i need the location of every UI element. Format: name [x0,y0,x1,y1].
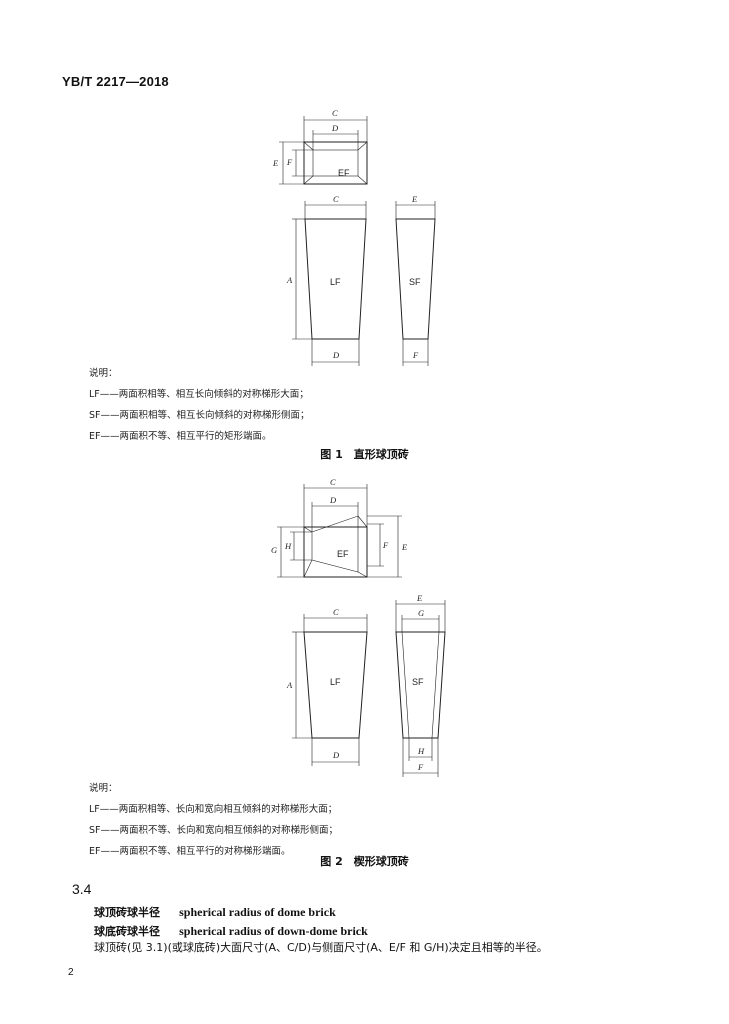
fig2-dim-a: A [286,680,293,690]
fig1-dim-f-left: F [286,157,293,167]
fig2-dim-d: D [332,750,340,760]
fig1-label-ef: EF [338,168,350,178]
term-line-2: 球底砖球半径 spherical radius of down-dome bri… [94,920,368,939]
fig2-dim-h-left: H [284,541,292,551]
term-zh-2: 球底砖球半径 [94,925,160,938]
fig2-dim-d-top: D [329,495,337,505]
fig2-dim-e-right: E [401,542,408,552]
fig1-end-face [279,116,368,185]
fig2-end-face [277,484,402,578]
page-number: 2 [68,967,74,978]
fig1-caption: 图 1 直形球顶砖 [320,448,409,461]
fig2-dim-f: F [417,762,424,772]
fig2-large-face [292,614,368,766]
fig2-legend-ef: EF——两面积不等、相互平行的对称梯形端面。 [89,846,291,857]
fig1-label-lf: LF [330,277,341,287]
fig2-legend-title: 说明： [89,783,118,794]
fig2-label-lf: LF [330,677,341,687]
fig1-dim-d-top: D [331,123,339,133]
fig1-legend-title: 说明： [89,368,118,379]
fig2-dim-g-left: G [271,545,277,555]
fig1-legend: 说明： LF——两面积相等、相互长向倾斜的对称梯形大面； SF——两面积相等、相… [89,367,310,451]
fig1-legend-ef: EF——两面积不等、相互平行的矩形端面。 [89,431,272,442]
fig1-legend-lf: LF——两面积相等、相互长向倾斜的对称梯形大面； [89,389,309,400]
term-en-2: spherical radius of down-dome brick [179,924,368,938]
term-line-1: 球顶砖球半径 spherical radius of dome brick [94,901,336,920]
term-definition: 球顶砖(见 3.1)(或球底砖)大面尺寸(A、C/D)与侧面尺寸(A、E/F 和… [94,941,548,954]
term-zh-1: 球顶砖球半径 [94,906,160,919]
fig1-side-face [395,201,436,366]
fig1-dim-d: D [332,350,340,360]
fig2-legend: 说明： LF——两面积相等、长向和宽向相互倾斜的对称梯形大面； SF——两面积不… [89,782,338,866]
fig2-dim-e: E [416,593,423,603]
fig1-dim-c: C [333,194,339,204]
fig1-legend-sf: SF——两面积相等、相互长向倾斜的对称梯形侧面； [89,410,310,421]
fig2-legend-lf: LF——两面积相等、长向和宽向相互倾斜的对称梯形大面； [89,804,338,815]
fig1-dim-e: E [411,194,418,204]
fig1-dim-f: F [412,350,419,360]
document-id: YB/T 2217—2018 [62,74,169,89]
fig2-dim-c-top: C [330,477,336,487]
fig2-dim-f-right: F [382,540,389,550]
fig1-large-face [292,201,367,366]
fig2-label-sf: SF [412,677,424,687]
fig2-side-face [395,600,446,777]
fig2-dim-c: C [333,607,339,617]
fig1-label-sf: SF [409,277,421,287]
fig2-dim-h: H [417,746,425,756]
fig1-dim-c-top: C [332,108,338,118]
fig2-caption: 图 2 楔形球顶砖 [320,855,409,868]
term-en-1: spherical radius of dome brick [179,905,336,919]
fig2-dim-g: G [418,608,424,618]
fig2-legend-sf: SF——两面积不等、长向和宽向相互倾斜的对称梯形侧面； [89,825,338,836]
fig1-dim-e-left: E [272,158,279,168]
fig2-label-ef: EF [337,549,349,559]
section-number: 3.4 [72,881,92,897]
fig1-dim-a: A [286,275,293,285]
